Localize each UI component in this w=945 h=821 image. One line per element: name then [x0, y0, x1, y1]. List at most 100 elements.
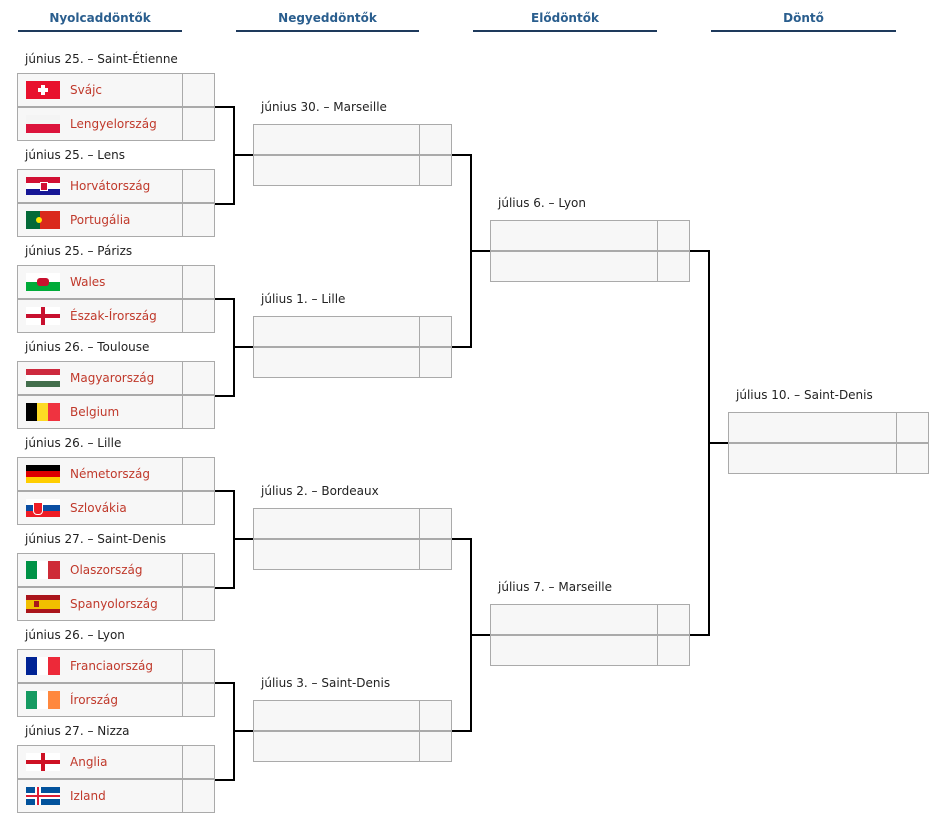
qf-3-slot-1[interactable] [253, 508, 420, 539]
team-slot[interactable]: Spanyolország [17, 587, 183, 621]
team-slot[interactable]: Írország [17, 683, 183, 717]
qf-2-score-1[interactable] [419, 316, 452, 347]
r16-match-label: június 25. – Lens [25, 148, 125, 162]
qf-4-score-2[interactable] [419, 731, 452, 762]
team-name[interactable]: Franciaország [70, 659, 154, 673]
team-name[interactable]: Portugália [70, 213, 131, 227]
sf-2-slot-2[interactable] [490, 635, 658, 666]
team-score[interactable] [182, 649, 215, 683]
r16-match-label: június 27. – Saint-Denis [25, 532, 167, 546]
team-name[interactable]: Észak-Írország [70, 309, 157, 323]
team-score[interactable] [182, 73, 215, 107]
team-score[interactable] [182, 779, 215, 813]
team-slot[interactable]: Szlovákia [17, 491, 183, 525]
qf-1-slot-1[interactable] [253, 124, 420, 155]
team-slot[interactable]: Franciaország [17, 649, 183, 683]
qf-4-score-1[interactable] [419, 700, 452, 731]
isl-flag-icon [26, 787, 60, 805]
pol-flag-icon [26, 115, 60, 133]
team-slot[interactable]: Észak-Írország [17, 299, 183, 333]
sf-1-slot-1[interactable] [490, 220, 658, 251]
team-slot[interactable]: Lengyelország [17, 107, 183, 141]
sf-1-slot-2[interactable] [490, 251, 658, 282]
qf-3-score-1[interactable] [419, 508, 452, 539]
team-name[interactable]: Magyarország [70, 371, 155, 385]
team-score[interactable] [182, 265, 215, 299]
qf-4-label: július 3. – Saint-Denis [261, 676, 391, 690]
sf-2-score-2[interactable] [657, 635, 690, 666]
final-slot-2[interactable] [728, 443, 897, 474]
team-slot[interactable]: Anglia [17, 745, 183, 779]
qf-4-slot-1[interactable] [253, 700, 420, 731]
team-slot[interactable]: Magyarország [17, 361, 183, 395]
team-score[interactable] [182, 107, 215, 141]
connector-r16-4 [215, 682, 253, 781]
team-name[interactable]: Izland [70, 789, 106, 803]
sf-2-label: július 7. – Marseille [498, 580, 613, 594]
sf-1-score-1[interactable] [657, 220, 690, 251]
r16-match-label: június 26. – Lille [25, 436, 122, 450]
final-score-2[interactable] [896, 443, 929, 474]
qf-3-label: július 2. – Bordeaux [261, 484, 379, 498]
team-slot[interactable]: Portugália [17, 203, 183, 237]
team-score[interactable] [182, 745, 215, 779]
team-score[interactable] [182, 169, 215, 203]
qf-4-slot-2[interactable] [253, 731, 420, 762]
team-slot[interactable]: Németország [17, 457, 183, 491]
team-score[interactable] [182, 361, 215, 395]
team-slot[interactable]: Wales [17, 265, 183, 299]
team-name[interactable]: Szlovákia [70, 501, 127, 515]
esp-flag-icon [26, 595, 60, 613]
round-title-final: Döntő [711, 10, 896, 32]
team-name[interactable]: Anglia [70, 755, 108, 769]
team-name[interactable]: Belgium [70, 405, 120, 419]
qf-2-slot-2[interactable] [253, 347, 420, 378]
sui-flag-icon [26, 81, 60, 99]
team-slot[interactable]: Svájc [17, 73, 183, 107]
team-name[interactable]: Németország [70, 467, 150, 481]
sf-1-label: július 6. – Lyon [498, 196, 586, 210]
team-slot[interactable]: Izland [17, 779, 183, 813]
team-score[interactable] [182, 491, 215, 525]
sf-2-score-1[interactable] [657, 604, 690, 635]
team-slot[interactable]: Belgium [17, 395, 183, 429]
cro-flag-icon [26, 177, 60, 195]
fra-flag-icon [26, 657, 60, 675]
team-score[interactable] [182, 683, 215, 717]
connector-r16-3 [215, 490, 253, 589]
team-name[interactable]: Olaszország [70, 563, 143, 577]
team-slot[interactable]: Olaszország [17, 553, 183, 587]
connector-qf-2 [452, 538, 490, 732]
team-slot[interactable]: Horvátország [17, 169, 183, 203]
connector-r16-1 [215, 106, 253, 205]
team-name[interactable]: Írország [70, 693, 119, 707]
team-name[interactable]: Lengyelország [70, 117, 157, 131]
r16-match-label: június 27. – Nizza [25, 724, 130, 738]
qf-3-slot-2[interactable] [253, 539, 420, 570]
team-name[interactable]: Horvátország [70, 179, 151, 193]
team-score[interactable] [182, 299, 215, 333]
sf-2-slot-1[interactable] [490, 604, 658, 635]
team-score[interactable] [182, 553, 215, 587]
team-score[interactable] [182, 457, 215, 491]
round-title-qf: Negyeddöntők [236, 10, 419, 32]
final-slot-1[interactable] [728, 412, 897, 443]
qf-2-score-2[interactable] [419, 347, 452, 378]
team-name[interactable]: Svájc [70, 83, 103, 97]
connector-sf [690, 250, 728, 636]
sf-1-score-2[interactable] [657, 251, 690, 282]
team-score[interactable] [182, 395, 215, 429]
qf-2-slot-1[interactable] [253, 316, 420, 347]
por-flag-icon [26, 211, 60, 229]
team-score[interactable] [182, 587, 215, 621]
wal-flag-icon [26, 273, 60, 291]
qf-3-score-2[interactable] [419, 539, 452, 570]
qf-1-score-1[interactable] [419, 124, 452, 155]
team-score[interactable] [182, 203, 215, 237]
final-score-1[interactable] [896, 412, 929, 443]
r16-match-label: június 26. – Toulouse [25, 340, 150, 354]
qf-1-slot-2[interactable] [253, 155, 420, 186]
team-name[interactable]: Spanyolország [70, 597, 158, 611]
team-name[interactable]: Wales [70, 275, 106, 289]
qf-1-score-2[interactable] [419, 155, 452, 186]
